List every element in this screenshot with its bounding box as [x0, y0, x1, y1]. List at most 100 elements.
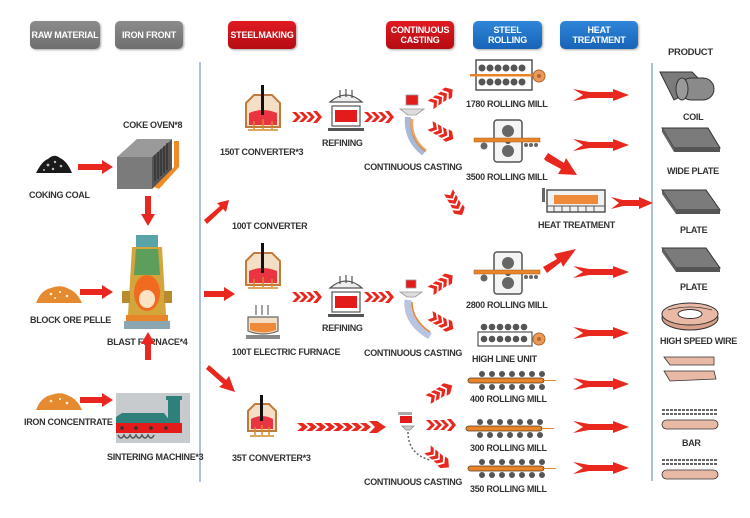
- product-header: PRODUCT: [668, 47, 713, 58]
- feathered-arrow-icon: [573, 89, 629, 101]
- continuous-casting-icon: [398, 94, 427, 156]
- label-wide-plate: WIDE PLATE: [667, 166, 719, 176]
- stage-label: IRON FRONT: [122, 29, 176, 40]
- label-350-rolling-mill: 350 ROLLING MILL: [470, 484, 547, 494]
- rolling-mill-400-icon: [467, 371, 556, 390]
- chevron-arrow-down-icon: [444, 189, 465, 216]
- feathered-arrow-icon: [611, 197, 653, 209]
- feathered-arrow-icon: [573, 378, 629, 390]
- stage-iron-front[interactable]: IRON FRONT: [115, 21, 183, 49]
- feathered-arrow-icon: [573, 266, 629, 278]
- label-coil: COIL: [683, 112, 704, 122]
- label-continuous-casting-1: CONTINUOUS CASTING: [364, 162, 463, 172]
- refining-icon: [328, 275, 364, 317]
- stage-label: STEELMAKING: [230, 29, 294, 40]
- continuous-casting-icon: [398, 279, 432, 340]
- bar-product-icon: [661, 459, 719, 480]
- stage-raw-material[interactable]: RAW MATERIAL: [30, 21, 100, 49]
- label-high-speed-wire: HIGH SPEED WIRE: [660, 336, 738, 346]
- feathered-arrow-icon: [573, 421, 629, 433]
- feathered-arrow-icon: [573, 139, 629, 151]
- stage-label: CONTINUOUS CASTING: [390, 24, 450, 45]
- chevron-arrow-up-right-icon: [427, 87, 453, 110]
- arrow-right-icon: [80, 285, 113, 299]
- refining-icon: [328, 89, 364, 131]
- chevron-arrow-up-right-icon: [425, 383, 453, 404]
- stage-label: STEEL ROLLING: [487, 24, 528, 45]
- high-line-unit-icon: [477, 323, 546, 347]
- label-plate-2: PLATE: [680, 282, 708, 292]
- blast-furnace-icon: [122, 235, 172, 329]
- chevron-arrow-up-right-icon: [427, 273, 453, 296]
- label-bar: BAR: [682, 438, 701, 448]
- stage-continuous-casting[interactable]: CONTINUOUS CASTING: [386, 21, 454, 49]
- high-speed-wire-product-icon: [661, 302, 719, 331]
- chevron-arrow-icon: [364, 291, 394, 303]
- block-ore-icon: [36, 286, 82, 303]
- coil-product-icon: [659, 71, 715, 101]
- stage-heat-treatment[interactable]: HEAT TREATMENT: [560, 21, 638, 49]
- stage-steel-rolling[interactable]: STEEL ROLLING: [473, 21, 542, 49]
- chevron-arrow-down-right-icon: [427, 311, 454, 332]
- arrow-up-icon: [141, 332, 155, 360]
- label-35t-converter: 35T CONVERTER*3: [232, 453, 311, 463]
- arrow-down-right-icon: [544, 153, 577, 175]
- feathered-arrow-icon: [573, 462, 629, 474]
- chevron-arrow-icon: [292, 291, 322, 303]
- stage-label: RAW MATERIAL: [31, 29, 99, 40]
- arrow-up-right-icon: [204, 200, 229, 224]
- chevron-arrow-icon: [364, 111, 394, 123]
- label-sintering-machine: SINTERING MACHINE*3: [107, 452, 204, 462]
- arrow-right-icon: [204, 287, 235, 301]
- label-iron-concentrate: IRON CONCENTRATE: [24, 417, 113, 427]
- label-plate-1: PLATE: [680, 225, 708, 235]
- arrow-right-icon: [80, 393, 113, 407]
- label-100t-converter: 100T CONVERTER: [232, 221, 308, 231]
- label-1780-rolling-mill: 1780 ROLLING MILL: [466, 99, 548, 109]
- label-400-rolling-mill: 400 ROLLING MILL: [470, 394, 547, 404]
- long-chevron-arrow-icon: [297, 421, 386, 433]
- divider-line: [651, 63, 653, 481]
- plate-product-icon: [661, 247, 721, 272]
- chevron-arrow-icon: [292, 111, 322, 123]
- label-continuous-casting-2: CONTINUOUS CASTING: [364, 348, 463, 358]
- stage-label: HEAT TREATMENT: [572, 24, 626, 45]
- plate-product-icon: [661, 189, 721, 214]
- wide-plate-product-icon: [661, 127, 721, 152]
- rolling-mill-3500-icon: [473, 119, 541, 163]
- label-coking-coal: COKING COAL: [29, 190, 90, 200]
- label-refining-1: REFINING: [322, 138, 363, 148]
- coking-coal-icon: [36, 155, 72, 173]
- label-heat-treatment: HEAT TREATMENT: [538, 220, 615, 230]
- bar-product-icon: [661, 409, 719, 430]
- converter-150-icon: [245, 85, 281, 131]
- rolling-mill-1780-icon: [470, 59, 546, 91]
- label-3500-rolling-mill: 3500 ROLLING MILL: [466, 172, 548, 182]
- label-high-line-unit: HIGH LINE UNIT: [472, 354, 537, 364]
- feathered-arrow-icon: [573, 327, 629, 339]
- coke-oven-icon: [117, 139, 179, 189]
- arrow-down-right-icon: [206, 365, 235, 392]
- label-150t-converter: 150T CONVERTER*3: [220, 147, 304, 157]
- iron-concentrate-icon: [36, 393, 82, 410]
- label-block-ore: BLOCK ORE PELLE: [30, 315, 112, 325]
- arrow-up-right-icon: [543, 249, 576, 273]
- chevron-arrow-icon: [426, 419, 456, 431]
- flat-bar-product-icon: [663, 356, 717, 382]
- rolling-mill-350-icon: [467, 459, 556, 478]
- electric-furnace-icon: [246, 305, 280, 339]
- converter-100-icon: [245, 243, 281, 289]
- converter-35-icon: [247, 395, 277, 437]
- sintering-machine-icon: [116, 393, 190, 443]
- rolling-mill-300-icon: [465, 419, 554, 438]
- rolling-mill-2800-icon: [473, 251, 541, 295]
- label-300-rolling-mill: 300 ROLLING MILL: [470, 443, 547, 453]
- arrow-down-icon: [141, 196, 155, 226]
- label-continuous-casting-3: CONTINUOUS CASTING: [364, 477, 463, 487]
- continuous-casting-icon: [398, 412, 431, 461]
- label-refining-2: REFINING: [322, 323, 363, 333]
- chevron-arrow-down-right-icon: [424, 445, 449, 469]
- stage-steelmaking[interactable]: STEELMAKING: [228, 21, 296, 49]
- label-electric-furnace: 100T ELECTRIC FURNACE: [232, 347, 341, 357]
- divider-line: [199, 62, 201, 482]
